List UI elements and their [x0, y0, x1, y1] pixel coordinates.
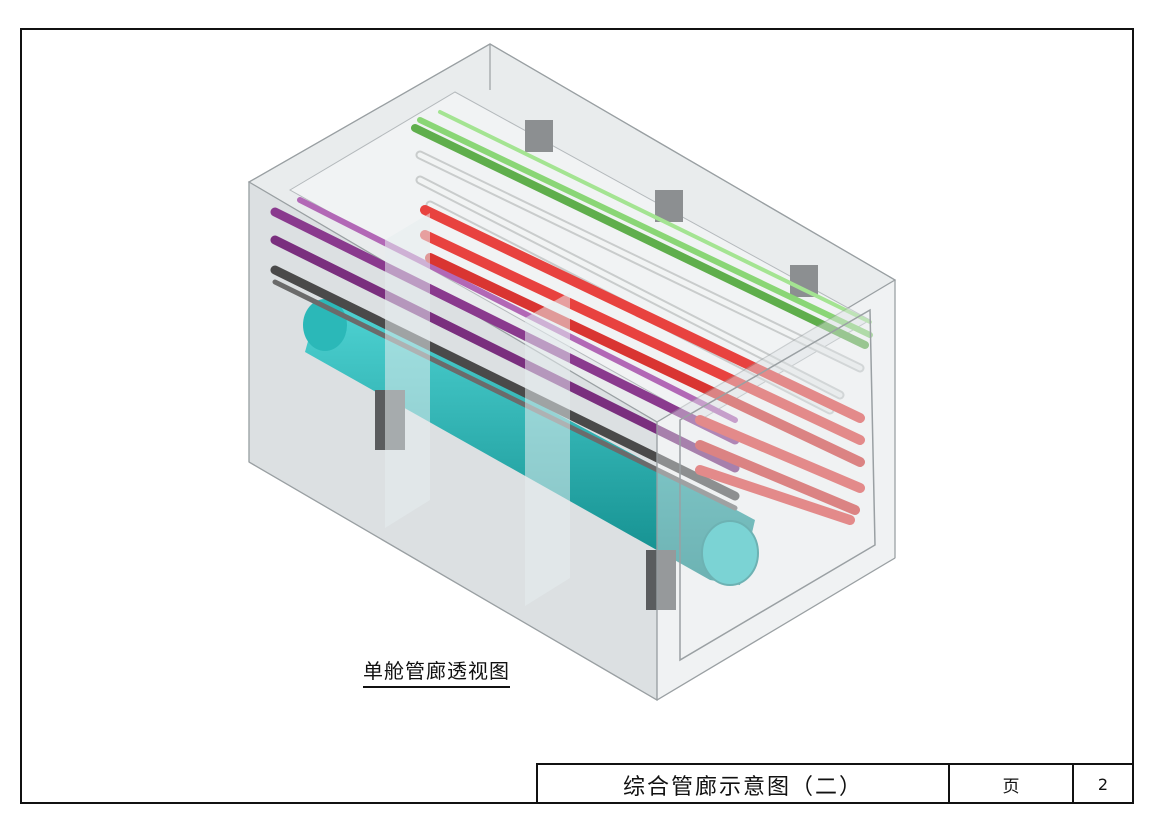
dark-cable-tray — [270, 265, 740, 511]
support-pier — [790, 265, 818, 297]
drawing-frame — [20, 28, 1134, 804]
support-pier — [646, 550, 676, 610]
page-number: 2 — [1097, 775, 1109, 794]
support-pier — [525, 120, 553, 152]
figure-caption: 单舱管廊透视图 — [363, 655, 510, 688]
green-cable-tray — [411, 110, 873, 349]
tunnel-inner-opening — [679, 308, 876, 662]
support-pier — [655, 190, 683, 222]
red-cable-tray — [420, 205, 865, 525]
drawing-title: 综合管廊示意图（二） — [538, 765, 950, 804]
title-block: 综合管廊示意图（二） 页 2 — [536, 763, 1134, 804]
transparent-rib-frames — [385, 213, 570, 606]
tunnel-outline — [248, 43, 896, 701]
page-label: 页 — [950, 765, 1074, 804]
purple-cable-tray — [270, 197, 740, 473]
